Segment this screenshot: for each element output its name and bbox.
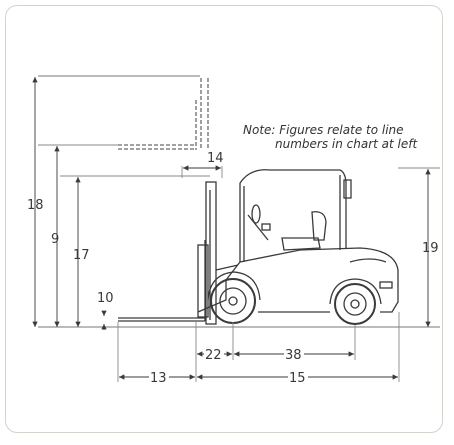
dim-label-18: 18 bbox=[27, 198, 44, 213]
tilt-cylinder bbox=[215, 264, 239, 271]
raised-mast bbox=[118, 78, 209, 150]
dim-label-19: 19 bbox=[422, 241, 439, 256]
operator-area bbox=[247, 204, 327, 251]
truck-body bbox=[197, 247, 399, 313]
dim-label-10: 10 bbox=[97, 291, 114, 306]
dim-label-22: 22 bbox=[205, 348, 222, 363]
dim-label-9: 9 bbox=[51, 232, 59, 247]
dim-label-15: 15 bbox=[289, 371, 306, 386]
dim-label-14: 14 bbox=[207, 151, 224, 166]
overhead-guard bbox=[239, 169, 352, 262]
note-line-2: numbers in chart at left bbox=[275, 137, 418, 151]
dimension-label-backgrounds bbox=[149, 346, 308, 385]
note-line-1: Note: Figures relate to line bbox=[243, 123, 404, 137]
dim-label-13: 13 bbox=[150, 371, 167, 386]
forklift-drawing bbox=[38, 75, 399, 325]
fork bbox=[118, 240, 206, 322]
mast bbox=[197, 181, 217, 325]
dim-label-17: 17 bbox=[73, 248, 90, 263]
dimension-lines bbox=[32, 77, 440, 382]
dim-label-38: 38 bbox=[285, 348, 302, 363]
rear-wheel bbox=[329, 278, 382, 325]
